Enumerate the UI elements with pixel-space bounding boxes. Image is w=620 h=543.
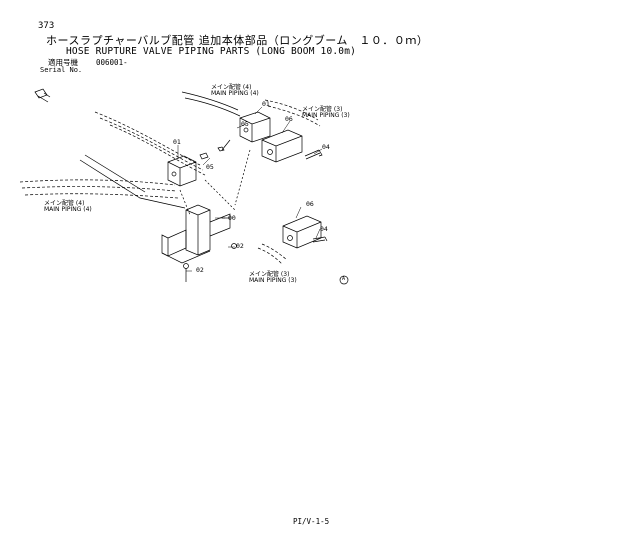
leader-lines (177, 106, 323, 272)
main-piping-4-left (19, 179, 179, 199)
main-piping-4-upper-solid (181, 91, 241, 117)
corner-mark-circle (339, 275, 349, 285)
callout-ja: メイン配管 (4) (44, 200, 85, 207)
callout-en: MAIN PIPING (4) (44, 206, 92, 214)
bolt-lower (312, 236, 328, 243)
part-number-label: 06 (306, 200, 314, 208)
part-number-label: 04 (320, 225, 328, 233)
page-code: PI/V-1-5 (293, 517, 330, 526)
callout-ja: メイン配管 (4) (211, 84, 252, 91)
part-number-label: 04 (322, 143, 330, 151)
main-piping-left-diagonal (79, 154, 186, 209)
rupture-valve-lower (282, 215, 322, 249)
callout-main-piping-3-right: メイン配管 (3) MAIN PIPING (3) (302, 106, 350, 120)
title-japanese: ホースラプチャーバルブ配管 追加本体部品（ロングブーム １０．０ｍ） (46, 34, 429, 47)
valve-block-left (167, 155, 197, 187)
callout-ja: メイン配管 (3) (249, 271, 290, 278)
main-piping-3-upper (264, 99, 321, 127)
assembly-guide-lines (179, 149, 251, 216)
fitting-upper (199, 139, 231, 160)
callout-en: MAIN PIPING (3) (249, 277, 297, 285)
part-number-label: 05 (241, 120, 249, 128)
callout-en: MAIN PIPING (3) (302, 112, 350, 120)
part-number-label: 02 (236, 242, 244, 250)
small-bracket-fragment (34, 88, 51, 103)
corner-mark-letter: A (342, 276, 346, 282)
part-number-label: 01 (262, 100, 270, 108)
mounting-bracket (161, 204, 231, 264)
serial-label-japanese: 適用号機 (48, 58, 78, 67)
serial-label-english: Serial No. (40, 66, 83, 74)
callout-main-piping-3-bottom: メイン配管 (3) MAIN PIPING (3) (249, 271, 297, 285)
part-number-label: 01 (173, 138, 181, 146)
callout-ja: メイン配管 (3) (302, 106, 343, 113)
part-number-label: 06 (285, 115, 293, 123)
main-piping-4-upper (94, 111, 206, 176)
page-number: 373 (38, 21, 55, 31)
part-number-label: 02 (196, 266, 204, 274)
serial-number-value: 006001- (96, 58, 128, 67)
callout-en: MAIN PIPING (4) (211, 90, 259, 98)
title-english: HOSE RUPTURE VALVE PIPING PARTS (LONG BO… (66, 46, 357, 57)
part-number-label: 05 (206, 163, 214, 171)
callout-main-piping-4-left: メイン配管 (4) MAIN PIPING (4) (44, 200, 92, 214)
rupture-valve-upper (261, 129, 303, 163)
part-number-label: 00 (228, 214, 236, 222)
bolt-upper (304, 149, 323, 160)
valve-block-upper (239, 111, 271, 143)
main-piping-3-lower (257, 243, 288, 265)
callout-main-piping-4-top: メイン配管 (4) MAIN PIPING (4) (211, 84, 259, 98)
